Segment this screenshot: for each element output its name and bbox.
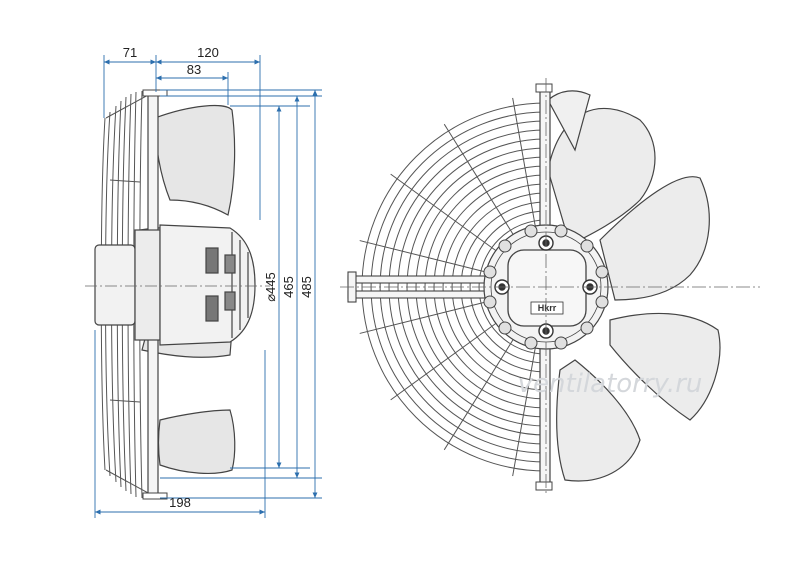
grille-ring bbox=[469, 210, 547, 364]
dim-label-465: 465 bbox=[281, 276, 296, 298]
front-view: Hkrr bbox=[340, 78, 760, 496]
grille-spoke bbox=[443, 123, 515, 237]
side-view-motor bbox=[94, 224, 256, 346]
watermark-text: ventilatorry.ru bbox=[518, 369, 703, 399]
front-view-hub-lugs bbox=[483, 224, 609, 350]
hub-lug bbox=[498, 321, 512, 335]
dim-label-485: 485 bbox=[299, 276, 314, 298]
hub-lug bbox=[595, 295, 609, 309]
dimension-labels: 71 120 83 198 ⌀445 465 485 bbox=[123, 45, 314, 510]
dimension-lines bbox=[94, 55, 322, 518]
grille-ring bbox=[442, 183, 547, 391]
dim-label-83: 83 bbox=[187, 62, 201, 77]
hub-lug bbox=[498, 239, 512, 253]
grille-spoke bbox=[512, 346, 537, 477]
side-view bbox=[85, 89, 270, 500]
grille-spoke bbox=[390, 173, 498, 253]
front-view-motor-face bbox=[507, 249, 587, 327]
hub-lug bbox=[483, 295, 497, 309]
hub-lug bbox=[595, 265, 609, 279]
dim-label-120: 120 bbox=[197, 45, 219, 60]
hub-lug bbox=[524, 224, 538, 238]
front-view-logo-badge bbox=[530, 301, 564, 315]
dim-label-198: 198 bbox=[169, 495, 191, 510]
front-view-grille-spokes bbox=[359, 97, 537, 477]
hub-lug bbox=[554, 336, 568, 350]
grille-spoke bbox=[390, 321, 498, 401]
hub-lug bbox=[554, 224, 568, 238]
hub-lug bbox=[580, 321, 594, 335]
grille-spoke bbox=[359, 240, 488, 273]
dim-label-445: ⌀445 bbox=[263, 272, 278, 302]
grille-spoke bbox=[512, 97, 537, 228]
grille-spoke bbox=[443, 337, 515, 451]
hub-lug bbox=[580, 239, 594, 253]
front-view-logo-text: Hkrr bbox=[538, 303, 557, 313]
dim-label-71: 71 bbox=[123, 45, 137, 60]
hub-lug bbox=[483, 265, 497, 279]
hub-lug bbox=[524, 336, 538, 350]
front-view-blades bbox=[547, 90, 721, 482]
grille-spoke bbox=[359, 301, 488, 334]
